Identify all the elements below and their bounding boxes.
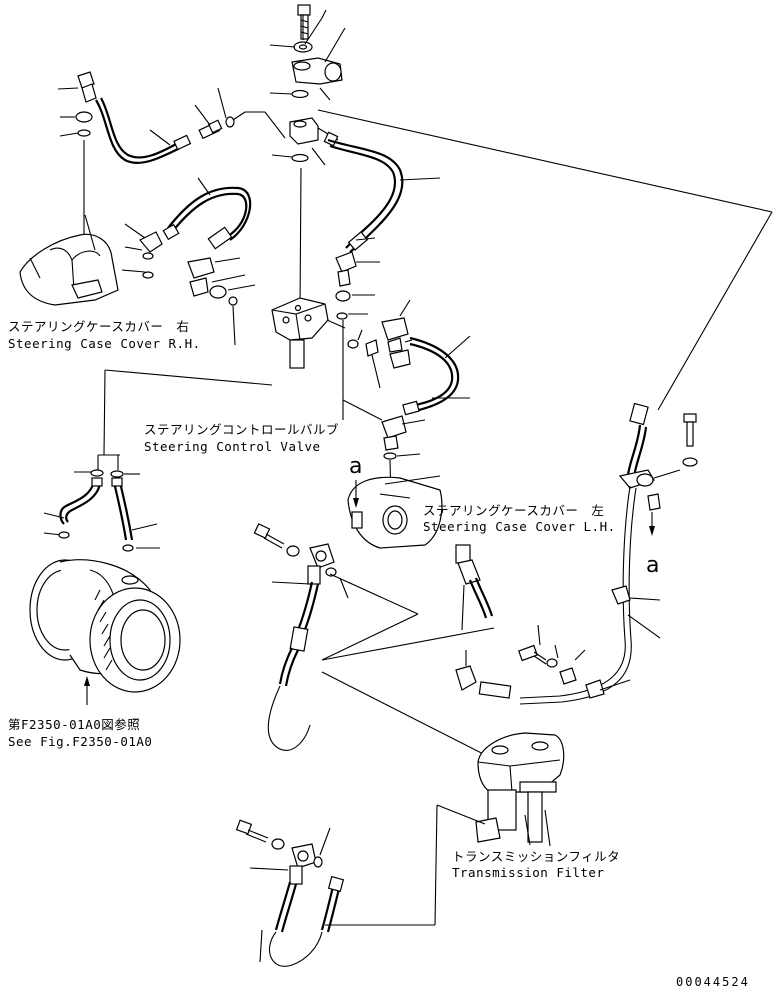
transmission-filter-label-en: Transmission Filter bbox=[452, 865, 605, 880]
right-bolt bbox=[683, 413, 697, 447]
top-elbow-fitting bbox=[291, 57, 343, 85]
callout-a-right: a bbox=[646, 553, 660, 578]
top-washer bbox=[293, 41, 313, 53]
steering-control-valve-label-jp: ステアリングコントロールバルブ bbox=[144, 422, 340, 437]
elbow-fitting-d bbox=[365, 317, 411, 369]
elbow-fitting-b bbox=[187, 257, 238, 306]
left-nut bbox=[75, 111, 93, 123]
lower-banjo-fitting bbox=[289, 843, 317, 885]
left-elbow-top bbox=[77, 71, 97, 103]
right-elbow-c bbox=[335, 251, 357, 287]
small-bolt bbox=[518, 644, 577, 685]
elbow-fitting-f bbox=[455, 665, 512, 699]
steering-control-valve-label-en: Steering Control Valve bbox=[144, 439, 321, 454]
callout-a-left: a bbox=[349, 454, 363, 479]
banjo-bolt bbox=[253, 523, 300, 557]
steering-case-cover-lh-label-jp: ステアリングケースカバー 左 bbox=[423, 503, 605, 518]
transmission-filter-label-jp: トランスミッションフィルタ bbox=[452, 849, 621, 864]
small-elbow-a bbox=[139, 231, 163, 260]
upper-tee-fitting bbox=[289, 117, 339, 147]
transmission-filter bbox=[475, 732, 565, 843]
left-o-ring bbox=[77, 129, 91, 137]
top-o-ring bbox=[291, 89, 309, 99]
valve-o-ring bbox=[291, 153, 309, 163]
clip-a bbox=[611, 585, 631, 605]
right-clamp-fitting bbox=[618, 469, 661, 511]
elbow-fitting-e bbox=[381, 415, 407, 451]
top-bolt bbox=[297, 4, 311, 40]
see-fig-label-en: See Fig.F2350-01A0 bbox=[8, 734, 153, 749]
steering-case-cover-rh-label-en: Steering Case Cover R.H. bbox=[8, 336, 201, 351]
steering-case-cover-rh-label-jp: ステアリングケースカバー 右 bbox=[8, 319, 190, 334]
lower-bolt bbox=[235, 819, 285, 850]
steering-control-valve bbox=[271, 297, 329, 369]
steering-case-cover-rh bbox=[19, 214, 146, 306]
transmission-housing bbox=[29, 559, 181, 693]
upper-fitting-g bbox=[455, 544, 494, 619]
steering-case-cover-lh bbox=[347, 475, 443, 549]
steering-case-cover-lh-label-en: Steering Case Cover L.H. bbox=[423, 519, 616, 534]
clip-b bbox=[585, 679, 605, 699]
drawing-number: 00044524 bbox=[676, 975, 750, 989]
banjo-fitting bbox=[307, 543, 335, 585]
see-fig-label-jp: 第F2350-01A0図参照 bbox=[8, 717, 141, 732]
